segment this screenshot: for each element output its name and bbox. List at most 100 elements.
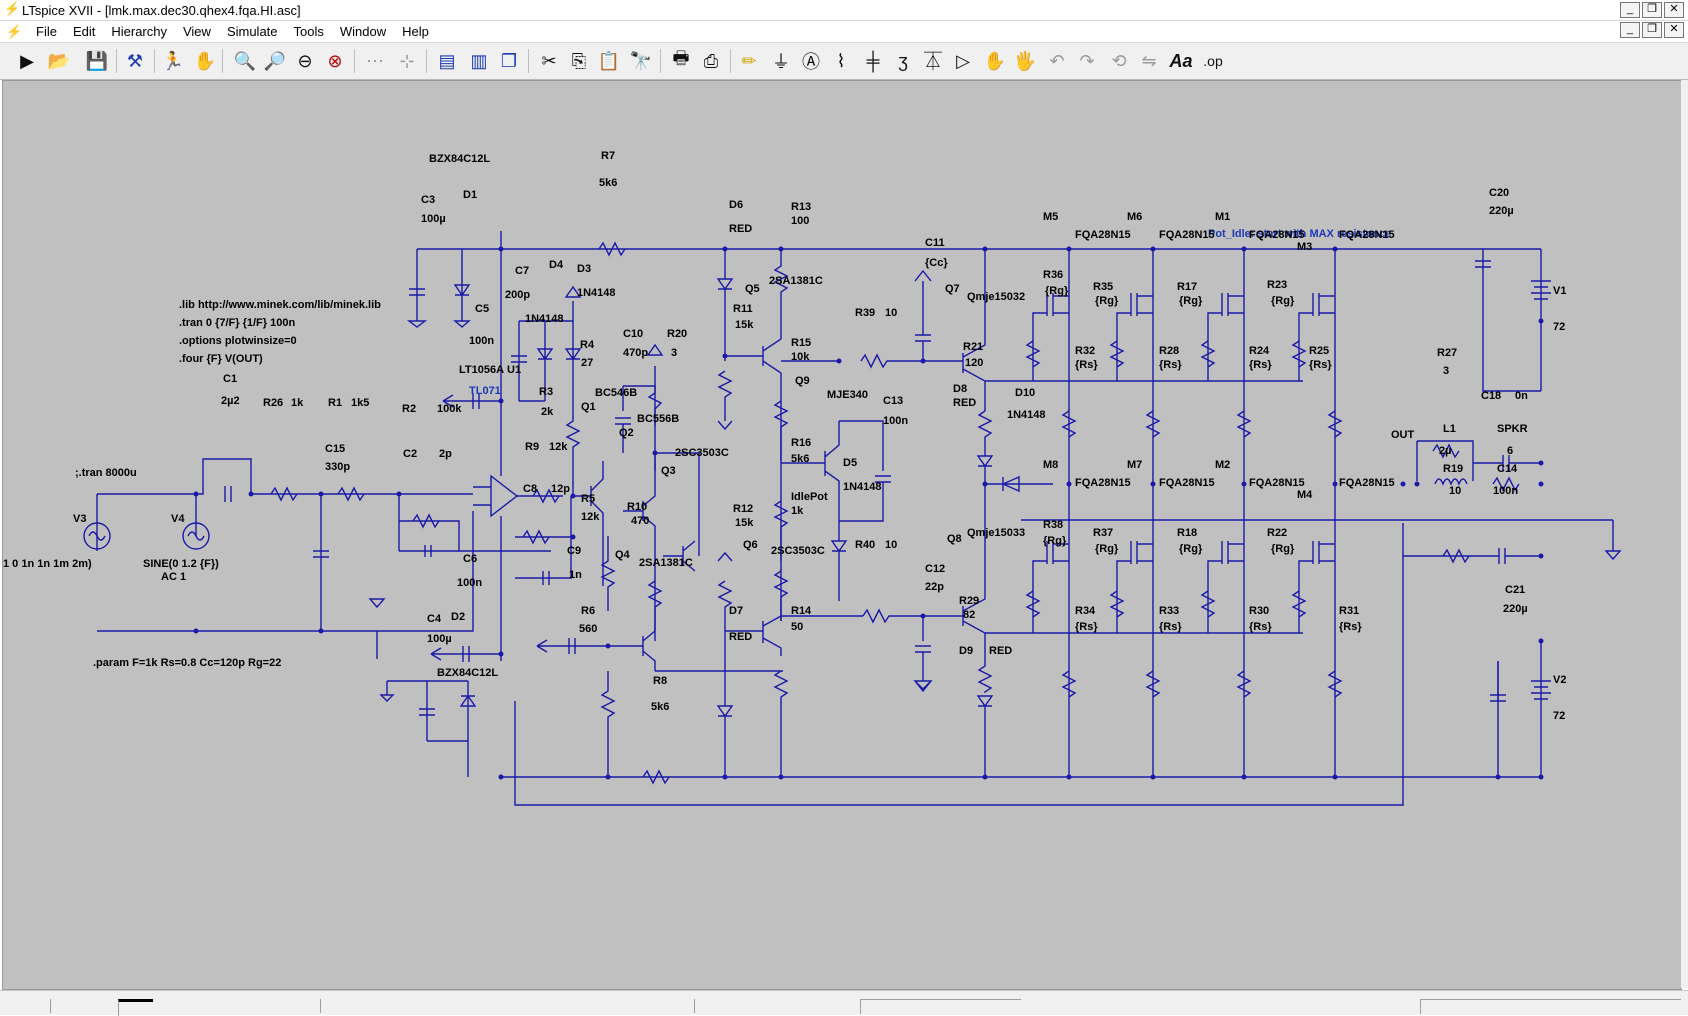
label-r14[interactable]: R14 bbox=[791, 605, 812, 617]
label-r9[interactable]: R9 bbox=[525, 441, 540, 453]
label-idlepot[interactable]: IdlePot bbox=[791, 491, 828, 503]
directive-lib[interactable]: .lib http://www.minek.com/lib/minek.lib bbox=[179, 299, 381, 311]
undo-icon[interactable]: ↶ bbox=[1049, 50, 1065, 71]
label-r6[interactable]: R6 bbox=[581, 605, 596, 617]
label-r11[interactable]: R11 bbox=[733, 303, 753, 315]
pot-idle-note[interactable]: Pot_Idle: start with MAX resistance bbox=[1208, 228, 1392, 240]
label-c20[interactable]: C20 bbox=[1489, 187, 1510, 199]
v4-label[interactable]: V4 bbox=[171, 513, 185, 525]
label-r35v[interactable]: {Rg} bbox=[1095, 295, 1119, 307]
label-c11[interactable]: C11 bbox=[925, 237, 945, 249]
label-r22v[interactable]: {Rg} bbox=[1271, 543, 1295, 555]
label-r30v[interactable]: {Rs} bbox=[1249, 621, 1272, 633]
label-r10v[interactable]: 470 bbox=[631, 515, 650, 527]
label-lt1056[interactable]: LT1056A bbox=[459, 364, 505, 376]
menu-help[interactable]: Help bbox=[402, 24, 429, 39]
label-r20v[interactable]: 3 bbox=[671, 347, 678, 359]
label-q8[interactable]: Q8 bbox=[947, 533, 962, 545]
label-m1[interactable]: M1 bbox=[1215, 211, 1231, 223]
label-u1[interactable]: U1 bbox=[507, 364, 522, 376]
label-c11v[interactable]: {Cc} bbox=[925, 257, 948, 269]
label-d6[interactable]: D6 bbox=[729, 199, 744, 211]
v3-label[interactable]: V3 bbox=[73, 513, 87, 525]
label-r40v[interactable]: 10 bbox=[885, 539, 898, 551]
label-idlepotv[interactable]: 1k bbox=[791, 505, 804, 517]
label-fqa6[interactable]: FQA28N15 bbox=[1159, 477, 1215, 489]
schematic-canvas[interactable]: .lib http://www.minek.com/lib/minek.lib … bbox=[2, 80, 1682, 990]
label-m4[interactable]: M4 bbox=[1297, 489, 1313, 501]
label-r3[interactable]: R3 bbox=[539, 386, 554, 398]
label-r39v[interactable]: 10 bbox=[885, 307, 898, 319]
label-r5[interactable]: R5 bbox=[581, 493, 596, 505]
label-r37[interactable]: R37 bbox=[1093, 527, 1114, 539]
label-r29[interactable]: R29 bbox=[959, 595, 980, 607]
comment-tran[interactable]: ;.tran 8000u bbox=[75, 467, 137, 479]
menu-hierarchy[interactable]: Hierarchy bbox=[111, 24, 167, 39]
cascade-icon[interactable]: ❐ bbox=[500, 50, 518, 71]
inductor-icon[interactable]: ʒ bbox=[898, 50, 908, 71]
run-icon[interactable]: ▶ bbox=[20, 50, 34, 71]
rotate-icon[interactable]: ⟲ bbox=[1111, 50, 1127, 71]
label-c18[interactable]: C18 bbox=[1481, 390, 1502, 402]
label-m6[interactable]: M6 bbox=[1127, 211, 1143, 223]
label-r28v[interactable]: {Rs} bbox=[1159, 359, 1182, 371]
open-icon[interactable]: 📂 bbox=[47, 50, 71, 71]
label-c7[interactable]: C7 bbox=[515, 265, 530, 277]
move-icon[interactable]: ✋ bbox=[983, 50, 1007, 71]
label-r2v[interactable]: 100k bbox=[437, 403, 462, 415]
label-c4v[interactable]: 100µ bbox=[427, 633, 452, 645]
menu-file[interactable]: File bbox=[36, 24, 57, 39]
label-r36[interactable]: R36 bbox=[1043, 269, 1064, 281]
label-c14[interactable]: C14 bbox=[1497, 463, 1518, 475]
label-c5[interactable]: C5 bbox=[475, 303, 490, 315]
label-tl071[interactable]: TL071 bbox=[469, 385, 501, 397]
label-r27v[interactable]: 3 bbox=[1443, 365, 1450, 377]
capacitor-icon[interactable]: ╪ bbox=[866, 50, 880, 71]
label-q3v[interactable]: 2SC3503C bbox=[675, 447, 729, 459]
label-d3[interactable]: D3 bbox=[577, 263, 592, 275]
label-r34v[interactable]: {Rs} bbox=[1075, 621, 1098, 633]
label-r31[interactable]: R31 bbox=[1339, 605, 1360, 617]
redo-icon[interactable]: ↷ bbox=[1079, 50, 1095, 71]
label-r16[interactable]: R16 bbox=[791, 437, 812, 449]
label-r19v[interactable]: 10 bbox=[1449, 485, 1462, 497]
label-q7v[interactable]: Qmje15032 bbox=[967, 291, 1026, 303]
label-fqa7[interactable]: FQA28N15 bbox=[1249, 477, 1305, 489]
autorange-icon[interactable]: ⋯ bbox=[366, 50, 384, 71]
label-d4v[interactable]: 1N4148 bbox=[525, 313, 564, 325]
label-d8v[interactable]: RED bbox=[953, 397, 977, 409]
label-r15v[interactable]: 10k bbox=[791, 351, 810, 363]
label-d8[interactable]: D8 bbox=[953, 383, 968, 395]
label-q4v[interactable]: 2SA1381C bbox=[639, 557, 693, 569]
label-d10[interactable]: D10 bbox=[1015, 387, 1036, 399]
label-r35[interactable]: R35 bbox=[1093, 281, 1114, 293]
drag-icon[interactable]: 🖐 bbox=[1013, 50, 1037, 71]
label-bc546[interactable]: BC546B bbox=[595, 387, 638, 399]
label-c1v[interactable]: 2µ2 bbox=[221, 395, 240, 407]
v1-value[interactable]: 72 bbox=[1553, 321, 1566, 333]
label-r8[interactable]: R8 bbox=[653, 675, 668, 687]
label-q9[interactable]: Q9 bbox=[795, 375, 810, 387]
v2-label[interactable]: V2 bbox=[1553, 674, 1567, 686]
label-r24[interactable]: R24 bbox=[1249, 345, 1270, 357]
label-r34[interactable]: R34 bbox=[1075, 605, 1096, 617]
label-c21v[interactable]: 220µ bbox=[1503, 603, 1528, 615]
directive-tran[interactable]: .tran 0 {7/F} {1/F} 100n bbox=[179, 317, 296, 329]
label-r15[interactable]: R15 bbox=[791, 337, 812, 349]
doc-close-button[interactable]: ✕ bbox=[1664, 22, 1684, 38]
label-r1[interactable]: R1 bbox=[328, 397, 343, 409]
label-c3[interactable]: C3 bbox=[421, 194, 436, 206]
label-c1[interactable]: C1 bbox=[223, 373, 238, 385]
label-r7[interactable]: R7 bbox=[601, 150, 616, 162]
print-setup-icon[interactable]: ⎙ bbox=[703, 50, 719, 71]
minimize-button[interactable]: _ bbox=[1620, 2, 1640, 18]
label-r39[interactable]: R39 bbox=[855, 307, 876, 319]
directive-options[interactable]: .options plotwinsize=0 bbox=[179, 335, 297, 347]
doc-minimize-button[interactable]: _ bbox=[1620, 22, 1640, 38]
menu-simulate[interactable]: Simulate bbox=[226, 24, 278, 39]
label-q5[interactable]: Q5 bbox=[745, 283, 760, 295]
label-d6v[interactable]: RED bbox=[729, 223, 753, 235]
menu-tools[interactable]: Tools bbox=[293, 24, 324, 39]
label-r13[interactable]: R13 bbox=[791, 201, 812, 213]
label-l1[interactable]: L1 bbox=[1443, 423, 1456, 435]
